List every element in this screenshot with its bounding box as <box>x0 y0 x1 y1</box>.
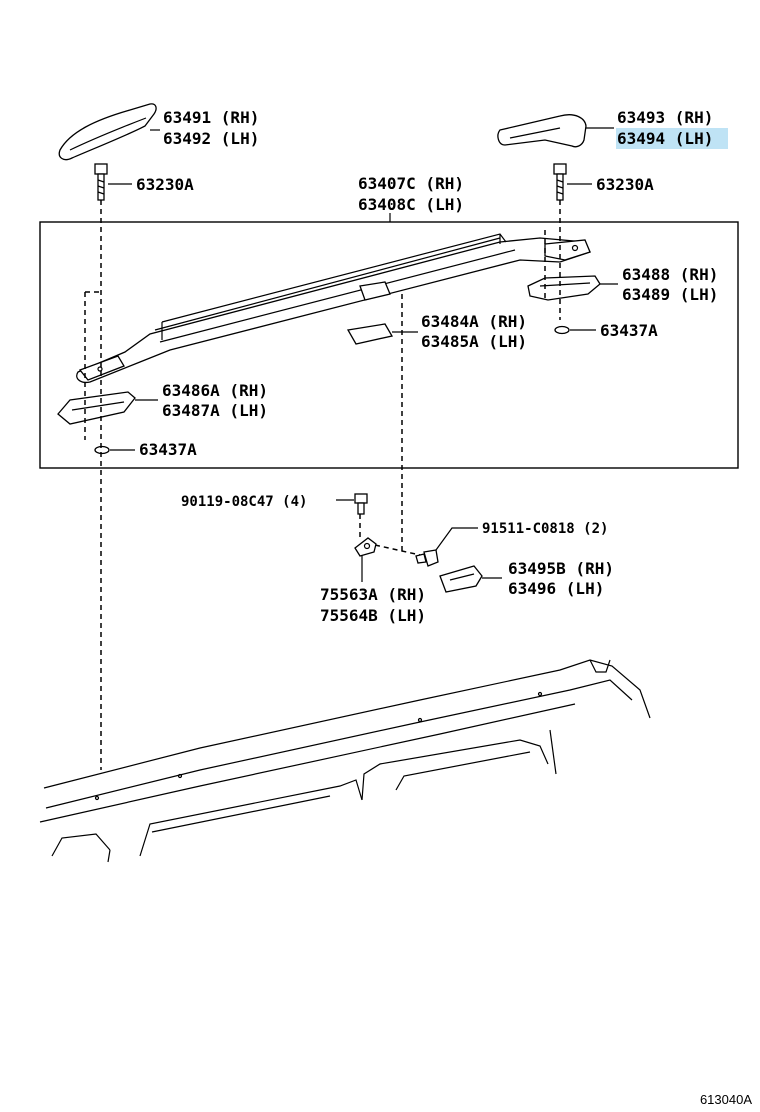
label-91511: 91511-C0818 (2) <box>482 521 608 537</box>
end-cover-rear <box>497 114 614 148</box>
label-63487a: 63487A (LH) <box>162 401 268 420</box>
label-63494: 63494 (LH) <box>617 129 713 148</box>
vehicle-roof-outline <box>39 659 651 863</box>
callout-end-cover-front: 63491 (RH) 63492 (LH) <box>163 108 259 148</box>
label-63493: 63493 (RH) <box>617 108 713 127</box>
label-63491: 63491 (RH) <box>163 108 259 127</box>
label-63488: 63488 (RH) <box>622 265 718 284</box>
label-90119: 90119-08C47 (4) <box>181 494 307 510</box>
side-cover-part <box>439 565 502 593</box>
label-63230a-left: 63230A <box>136 175 194 194</box>
bolt-left-part <box>94 163 132 201</box>
callout-end-cover-rear: 63493 (RH) 63494 (LH) <box>617 108 713 148</box>
end-cover-front <box>58 103 160 161</box>
rail-assembly-frame <box>39 221 739 469</box>
reference-code: 613040A <box>700 1092 752 1107</box>
roof-rail-part <box>76 233 591 384</box>
label-75563a: 75563A (RH) <box>320 585 426 604</box>
washer-right-part <box>554 325 596 335</box>
callout-center-support: 63484A (RH) 63485A (LH) <box>421 312 527 351</box>
callout-rear-leg-cover: 63488 (RH) 63489 (LH) <box>622 265 718 304</box>
front-leg-cover-part <box>57 391 158 425</box>
callout-rail-assembly: 63407C (RH) 63408C (LH) <box>358 174 464 214</box>
label-63437a-right: 63437A <box>600 321 658 340</box>
label-63496: 63496 (LH) <box>508 579 604 598</box>
callout-front-leg-cover: 63486A (RH) 63487A (LH) <box>162 381 268 420</box>
label-63486a: 63486A (RH) <box>162 381 268 400</box>
label-63484a: 63484A (RH) <box>421 312 527 331</box>
dashed-assembly-lines <box>84 200 561 770</box>
label-63485a: 63485A (LH) <box>421 332 527 351</box>
label-63492: 63492 (LH) <box>163 129 259 148</box>
callout-bracket: 75563A (RH) 75564B (LH) <box>320 585 426 625</box>
small-bolt-part <box>336 493 368 515</box>
screw-part <box>415 527 478 567</box>
label-63407c: 63407C (RH) <box>358 174 464 193</box>
label-63489: 63489 (LH) <box>622 285 718 304</box>
washer-left-part <box>94 445 135 455</box>
callout-side-cover: 63495B (RH) 63496 (LH) <box>508 559 614 598</box>
label-75564b: 75564B (LH) <box>320 606 426 625</box>
center-support-part <box>346 323 418 345</box>
rear-leg-cover-part <box>527 275 618 301</box>
label-63230a-right: 63230A <box>596 175 654 194</box>
bracket-part <box>354 537 377 582</box>
label-63437a-left: 63437A <box>139 440 197 459</box>
highlight-box <box>616 128 728 149</box>
bolt-right-part <box>553 163 592 201</box>
label-63408c: 63408C (LH) <box>358 195 464 214</box>
label-63495b: 63495B (RH) <box>508 559 614 578</box>
